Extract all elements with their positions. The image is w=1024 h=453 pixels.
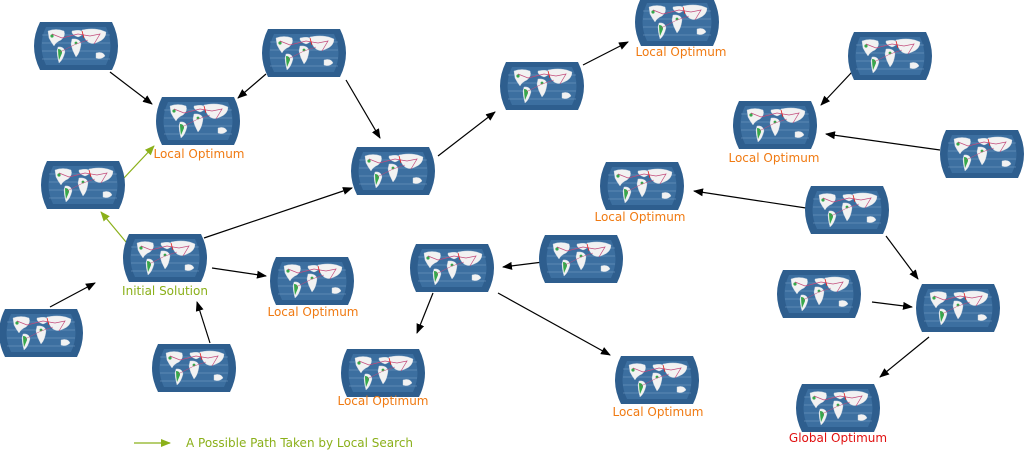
initial-solution-label: Initial Solution [122,284,208,298]
world-map-icon [351,147,435,195]
neighbor-arrow [502,261,544,270]
local-optimum-label: Local Optimum [728,151,819,165]
edges-layer [49,41,941,378]
world-map-icon [848,32,932,80]
neighbor-arrow [693,188,807,209]
world-map-icon [733,101,817,149]
world-map-icon [539,235,623,283]
world-map-icon [916,284,1000,332]
global-optimum-label: Global Optimum [789,431,887,445]
world-map-icon [940,130,1024,178]
nodes-layer [0,0,1024,432]
neighbor-arrow [109,71,153,105]
world-map-icon [152,344,236,392]
neighbor-arrow [416,292,434,334]
neighbor-arrow [582,41,629,66]
local-optimum-label: Local Optimum [337,394,428,408]
world-map-icon [0,309,83,357]
neighbor-arrow [437,111,496,157]
local-optimum-label: Local Optimum [635,45,726,59]
neighbor-arrow [871,301,913,310]
neighbor-arrow [345,79,381,139]
world-map-icon [410,244,494,292]
world-map-icon [270,257,354,305]
neighbor-arrow [195,301,211,344]
world-map-icon [777,270,861,318]
world-map-icon [34,22,118,70]
legend-text: A Possible Path Taken by Local Search [186,436,413,450]
world-map-icon [341,349,425,397]
world-map-icon [805,186,889,234]
legend: A Possible Path Taken by Local Search [134,436,413,450]
world-map-icon [500,62,584,110]
local-optimum-label: Local Optimum [612,405,703,419]
neighbor-arrow [497,292,611,356]
local-optimum-label: Local Optimum [594,210,685,224]
local-optimum-label: Local Optimum [267,305,358,319]
neighbor-arrow [825,131,941,151]
world-map-icon [123,234,207,282]
neighbor-arrow [879,336,930,378]
world-map-icon [262,29,346,77]
world-map-icon [635,0,719,46]
neighbor-arrow [820,71,853,106]
path-arrow [123,145,155,179]
neighbor-arrow [203,187,353,239]
world-map-icon [41,161,125,209]
world-map-icon [796,384,880,432]
local-optimum-label: Local Optimum [153,147,244,161]
world-map-icon [600,162,684,210]
neighbor-arrow [885,235,919,280]
neighbor-arrow [211,267,267,279]
neighbor-arrow [237,73,267,99]
path-arrow [100,211,127,243]
neighbor-arrow [49,282,96,308]
world-map-icon [615,356,699,404]
world-map-icon [156,97,240,145]
